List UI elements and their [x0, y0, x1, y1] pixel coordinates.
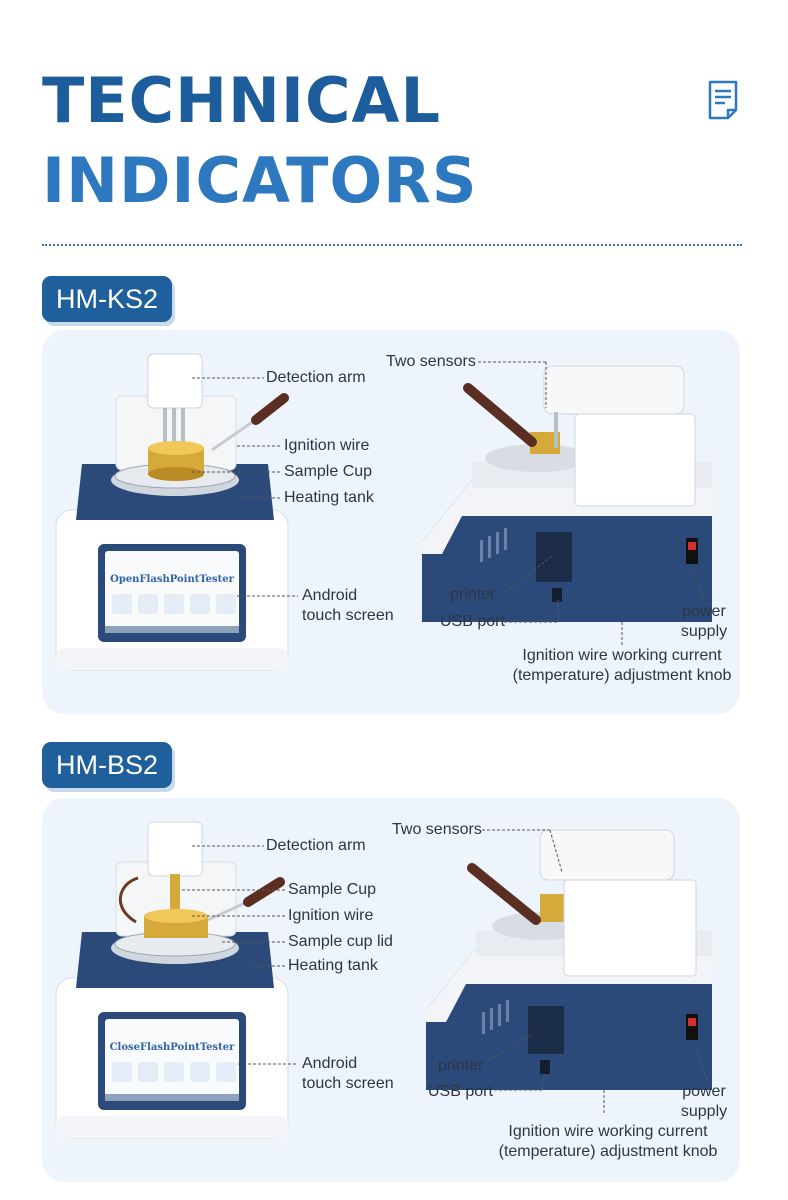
callout-detection-arm: Detection arm	[266, 837, 366, 854]
product-panel-hm-ks2: OpenFlashPointTester	[42, 330, 740, 714]
callout-detection-arm: Detection arm	[266, 369, 366, 386]
callout-printer: printer	[438, 1057, 484, 1074]
callout-knob-line2: (temperature) adjustment knob	[498, 1143, 718, 1160]
leader-lines	[192, 361, 708, 646]
screen-title-hm-bs2: CloseFlashPointTester	[110, 1042, 236, 1053]
callout-power-line1: power	[682, 603, 726, 620]
callout-sample-cup-lid: Sample cup lid	[288, 933, 393, 950]
callout-power-line2: supply	[680, 623, 728, 640]
callout-knob-line1: Ignition wire working current	[522, 647, 722, 664]
document-icon	[708, 80, 738, 120]
callout-knob-line2: (temperature) adjustment knob	[512, 667, 732, 684]
front-view-device: CloseFlashPointTester	[55, 821, 289, 1139]
callout-knob-line1: Ignition wire working current	[508, 1123, 708, 1140]
page-title-line2: INDICATORS	[42, 144, 478, 217]
side-view-device	[426, 829, 712, 1090]
callout-android-line2: touch screen	[302, 607, 394, 624]
callout-usb-port: USB port	[428, 1083, 493, 1100]
callout-ignition-wire: Ignition wire	[288, 907, 374, 924]
product-panel-hm-bs2: CloseFlashPointTester	[42, 798, 740, 1182]
device-illustration-hm-ks2: OpenFlashPointTester	[55, 353, 712, 671]
callout-heating-tank: Heating tank	[284, 489, 374, 506]
page-title-line1: TECHNICAL	[42, 64, 441, 137]
callout-sample-cup: Sample Cup	[288, 881, 377, 898]
callout-two-sensors: Two sensors	[392, 821, 482, 838]
model-badge-hm-bs2: HM-BS2	[42, 742, 172, 788]
callout-android-line1: Android	[302, 587, 358, 604]
side-view-device	[422, 365, 712, 622]
front-view-device: OpenFlashPointTester	[55, 353, 289, 671]
callout-ignition-wire: Ignition wire	[284, 437, 370, 454]
callout-android-line1: Android	[302, 1055, 358, 1072]
callout-two-sensors: Two sensors	[386, 353, 476, 370]
leader-lines	[182, 829, 708, 1114]
section-divider	[42, 244, 742, 246]
callout-power-line2: supply	[680, 1103, 728, 1120]
screen-title-hm-ks2: OpenFlashPointTester	[110, 574, 234, 585]
callout-usb-port: USB port	[440, 613, 505, 630]
callout-power-line1: power	[682, 1083, 726, 1100]
callout-printer: printer	[450, 586, 496, 603]
model-badge-hm-ks2: HM-KS2	[42, 276, 172, 322]
callout-heating-tank: Heating tank	[288, 957, 378, 974]
callout-android-line2: touch screen	[302, 1075, 394, 1092]
device-illustration-hm-bs2: CloseFlashPointTester	[55, 821, 712, 1139]
callout-sample-cup: Sample Cup	[284, 463, 373, 480]
